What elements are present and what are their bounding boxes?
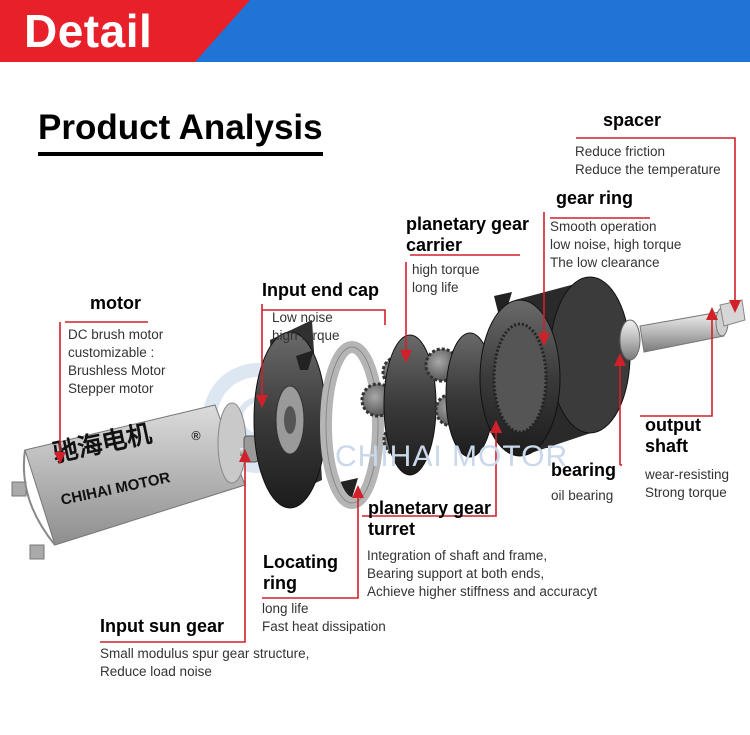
page-heading: Product Analysis	[38, 108, 323, 156]
motor-reg-mark: ®	[190, 429, 202, 443]
label-gear-ring-title: gear ring	[556, 188, 634, 208]
label-spacer-title: spacer	[603, 110, 662, 130]
label-sun-gear-desc: Small modulus spur gear structure,Reduce…	[100, 646, 310, 679]
label-end-cap-title: Input end cap	[262, 280, 379, 300]
header-banner: Detail	[0, 0, 750, 62]
output-shaft-part	[619, 299, 746, 361]
label-bearing-desc: oil bearing	[551, 488, 614, 503]
label-sun-gear-title: Input sun gear	[100, 616, 225, 636]
gear-ring-part	[479, 276, 631, 457]
watermark-text: CHIHAI MOTOR	[335, 440, 569, 473]
planetary-gears-part	[360, 332, 495, 476]
motor-body	[11, 402, 247, 560]
label-bearing-title: bearing	[551, 460, 617, 480]
banner-title: Detail	[24, 5, 153, 57]
callout-arrowheads	[54, 300, 741, 498]
label-turret-desc: Integration of shaft and frame,Bearing s…	[367, 548, 598, 599]
label-motor-title: motor	[90, 293, 141, 313]
callout-lines	[59, 137, 736, 643]
end-cap-part	[253, 320, 327, 509]
locating-ring-part	[320, 341, 384, 509]
